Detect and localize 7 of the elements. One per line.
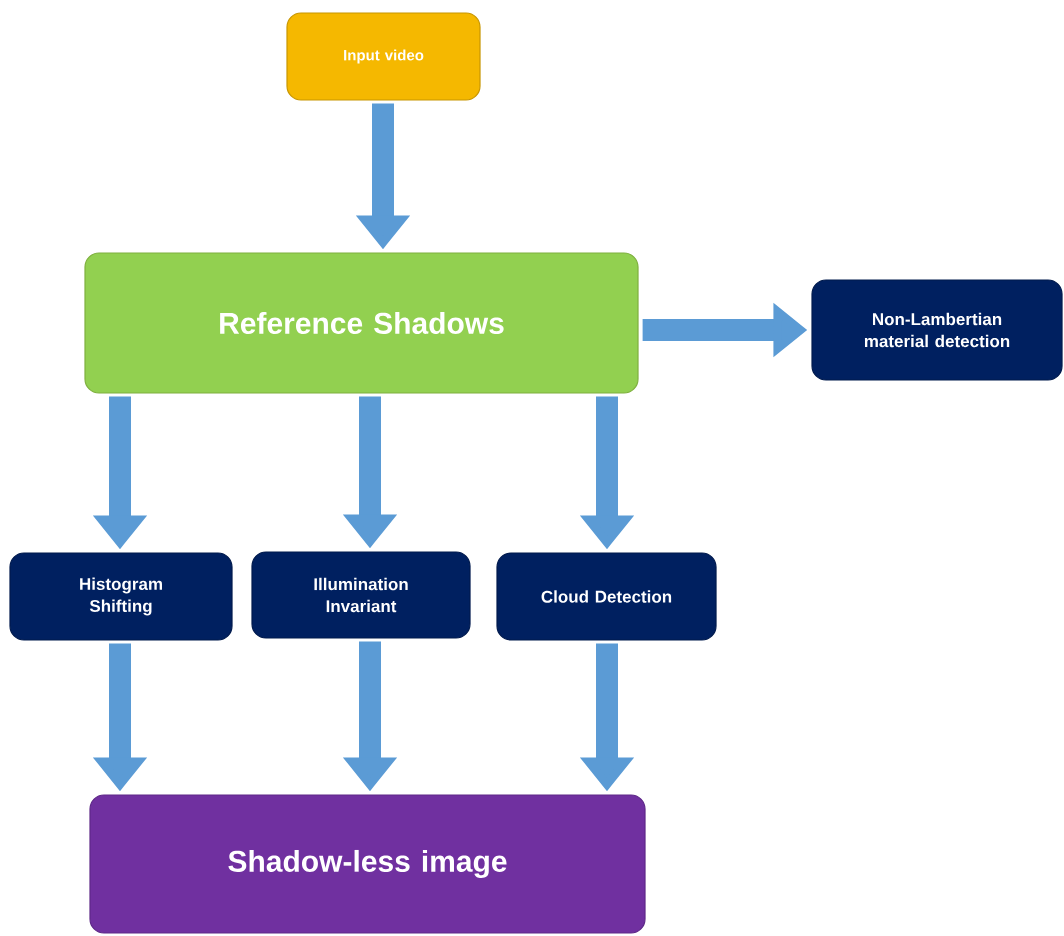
process-box: Cloud Detection xyxy=(496,552,717,641)
process-box: Reference Shadows xyxy=(84,252,639,394)
process-box: Non-Lambertian material detection xyxy=(811,279,1063,381)
output-box: Shadow-less image xyxy=(89,794,646,934)
process-box: Illumination Invariant xyxy=(251,551,471,639)
input-box: Input video xyxy=(286,12,481,101)
process-box: Histogram Shifting xyxy=(9,552,233,641)
